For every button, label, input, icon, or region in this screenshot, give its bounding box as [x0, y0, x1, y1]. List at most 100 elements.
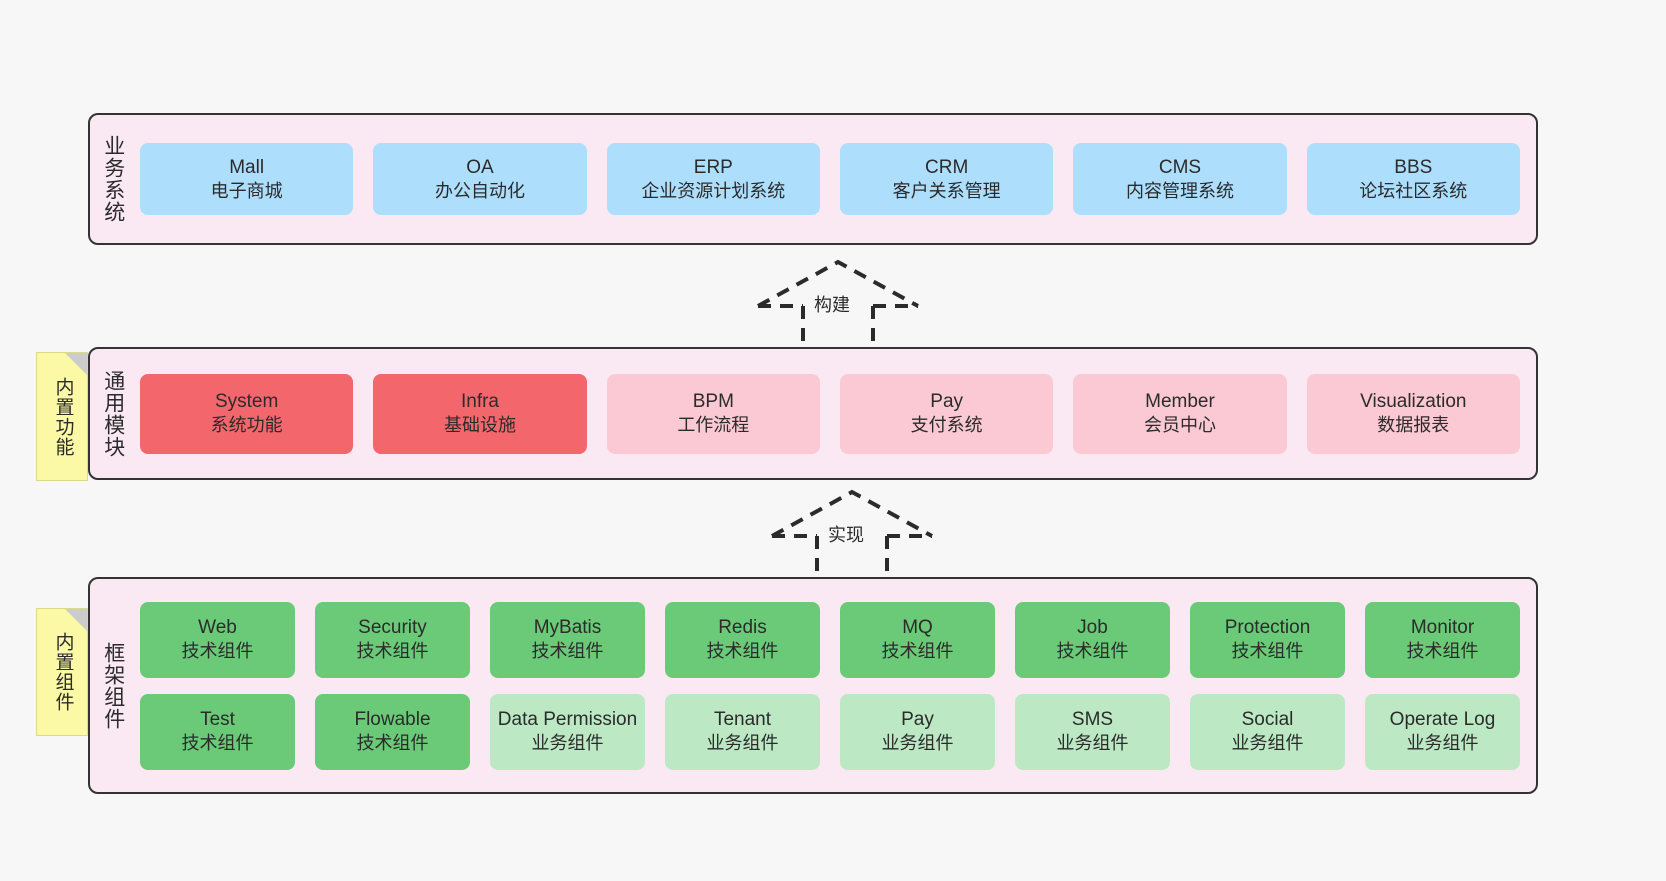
card-title-cn: 业务组件 [881, 733, 954, 754]
card-bpm[interactable]: BPM 工作流程 [606, 373, 820, 454]
sticky-note-label: 内置组件 [52, 632, 74, 712]
card-title-cn: 电子商城 [210, 180, 283, 201]
card-title-en: Job [1077, 617, 1108, 639]
layer-title-business: 业务系统 [101, 135, 125, 223]
card-title-cn: 企业资源计划系统 [641, 180, 786, 201]
connector-implement-label: 实现 [828, 525, 864, 545]
card-title-en: Protection [1224, 617, 1311, 639]
card-sms[interactable]: SMS 业务组件 [1015, 693, 1170, 770]
card-title-cn: 支付系统 [910, 415, 983, 436]
layer-business-systems: 业务系统 Mall 电子商城 OA 办公自动化 ERP 企业资源计划系统 CRM [88, 113, 1538, 245]
card-title-en: BPM [692, 391, 734, 413]
card-title-cn: 基础设施 [443, 415, 516, 436]
card-crm[interactable]: CRM 客户关系管理 [839, 143, 1054, 215]
card-title-en: ERP [693, 156, 733, 178]
card-title-cn: 内容管理系统 [1125, 180, 1234, 201]
card-title-cn: 技术组件 [1056, 641, 1129, 662]
card-oa[interactable]: OA 办公自动化 [373, 143, 587, 215]
card-title-en: System [214, 391, 279, 413]
sticky-note-builtin-features: 内置功能 [36, 352, 88, 481]
card-title-en: Social [1241, 709, 1294, 731]
framework-row-business: Test 技术组件 Flowable 技术组件 Data Permission … [140, 693, 1520, 770]
card-title-en: Monitor [1410, 617, 1475, 639]
card-title-cn: 技术组件 [706, 641, 779, 662]
card-title-en: MQ [902, 617, 933, 639]
card-title-en: Visualization [1360, 391, 1467, 413]
connector-build: 构建 [748, 258, 928, 350]
business-card-row: Mall 电子商城 OA 办公自动化 ERP 企业资源计划系统 CRM 客户关系… [140, 143, 1520, 215]
card-flowable[interactable]: Flowable 技术组件 [315, 693, 470, 770]
card-social[interactable]: Social 业务组件 [1190, 693, 1345, 770]
card-title-en: Flowable [354, 709, 431, 731]
card-mybatis[interactable]: MyBatis 技术组件 [490, 601, 645, 678]
card-infra[interactable]: Infra 基础设施 [373, 373, 587, 454]
connector-build-label: 构建 [814, 295, 850, 315]
card-title-en: MyBatis [533, 617, 602, 639]
card-erp[interactable]: ERP 企业资源计划系统 [606, 143, 820, 215]
card-test[interactable]: Test 技术组件 [140, 693, 295, 770]
card-job[interactable]: Job 技术组件 [1015, 601, 1170, 678]
card-mq[interactable]: MQ 技术组件 [840, 601, 995, 678]
card-title-cn: 办公自动化 [434, 180, 525, 201]
card-title-cn: 业务组件 [1231, 733, 1304, 754]
card-system[interactable]: System 系统功能 [140, 373, 354, 454]
card-title-en: Redis [718, 617, 767, 639]
layer-body-business: Mall 电子商城 OA 办公自动化 ERP 企业资源计划系统 CRM 客户关系… [136, 115, 1536, 243]
dashed-hollow-arrow-up-icon [757, 259, 919, 350]
module-card-row: System 系统功能 Infra 基础设施 BPM 工作流程 Pay 支付系统… [140, 373, 1520, 454]
card-title-en: CRM [925, 156, 969, 178]
layer-body-framework: Web 技术组件 Security 技术组件 MyBatis 技术组件 Redi… [136, 579, 1536, 792]
card-title-cn: 技术组件 [356, 641, 429, 662]
card-title-cn: 论坛社区系统 [1359, 180, 1468, 201]
card-title-en: OA [466, 156, 494, 178]
card-title-cn: 客户关系管理 [892, 180, 1001, 201]
card-title-cn: 系统功能 [210, 415, 283, 436]
card-title-en: Mall [229, 156, 265, 178]
card-security[interactable]: Security 技术组件 [315, 601, 470, 678]
card-web[interactable]: Web 技术组件 [140, 601, 295, 678]
card-pay-component[interactable]: Pay 业务组件 [840, 693, 995, 770]
card-tenant[interactable]: Tenant 业务组件 [665, 693, 820, 770]
connector-implement: 实现 [762, 488, 942, 580]
card-title-cn: 技术组件 [181, 733, 254, 754]
card-title-cn: 技术组件 [531, 641, 604, 662]
card-mall[interactable]: Mall 电子商城 [140, 143, 354, 215]
layer-common-modules: 通用模块 System 系统功能 Infra 基础设施 BPM 工作流程 Pay [88, 347, 1538, 480]
card-title-en: BBS [1394, 156, 1433, 178]
card-cms[interactable]: CMS 内容管理系统 [1073, 143, 1287, 215]
card-visualization[interactable]: Visualization 数据报表 [1306, 373, 1520, 454]
card-title-cn: 技术组件 [1406, 641, 1479, 662]
card-title-cn: 会员中心 [1143, 415, 1216, 436]
card-title-en: Pay [901, 709, 934, 731]
card-title-cn: 数据报表 [1377, 415, 1450, 436]
card-protection[interactable]: Protection 技术组件 [1190, 601, 1345, 678]
card-title-en: Pay [930, 391, 964, 413]
card-title-en: Data Permission [497, 709, 638, 731]
card-title-en: CMS [1158, 156, 1202, 178]
card-title-en: Security [358, 617, 427, 639]
card-title-en: Test [200, 709, 235, 731]
card-title-cn: 工作流程 [677, 415, 750, 436]
card-title-cn: 业务组件 [531, 733, 604, 754]
card-pay-module[interactable]: Pay 支付系统 [839, 373, 1054, 454]
card-operate-log[interactable]: Operate Log 业务组件 [1365, 693, 1520, 770]
card-redis[interactable]: Redis 技术组件 [665, 601, 820, 678]
dashed-hollow-arrow-up-icon [771, 489, 933, 580]
layer-title-modules: 通用模块 [101, 369, 125, 458]
card-member[interactable]: Member 会员中心 [1073, 373, 1287, 454]
card-data-permission[interactable]: Data Permission 业务组件 [490, 693, 645, 770]
card-title-cn: 技术组件 [181, 641, 254, 662]
card-title-en: Operate Log [1389, 709, 1496, 731]
card-title-cn: 业务组件 [706, 733, 779, 754]
card-title-en: Infra [460, 391, 499, 413]
sticky-note-label: 内置功能 [52, 376, 74, 457]
layer-body-modules: System 系统功能 Infra 基础设施 BPM 工作流程 Pay 支付系统… [136, 349, 1536, 478]
card-bbs[interactable]: BBS 论坛社区系统 [1306, 143, 1520, 215]
card-title-cn: 技术组件 [356, 733, 429, 754]
card-title-cn: 技术组件 [1231, 641, 1304, 662]
layer-framework-components: 框架组件 Web 技术组件 Security 技术组件 MyBatis 技术组件… [88, 577, 1538, 794]
card-title-cn: 业务组件 [1406, 733, 1479, 754]
card-monitor[interactable]: Monitor 技术组件 [1365, 601, 1520, 678]
card-title-cn: 技术组件 [881, 641, 954, 662]
